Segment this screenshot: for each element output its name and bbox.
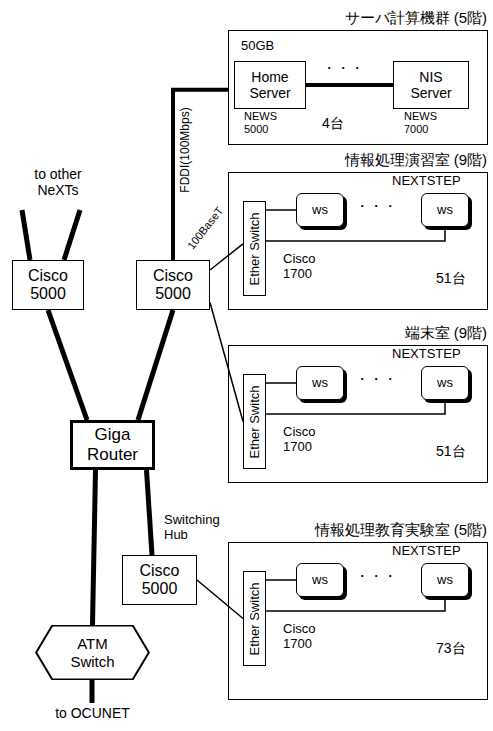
- node-label: ws: [312, 203, 328, 218]
- switching-hub: Cisco 5000: [12, 260, 84, 310]
- network-link: [266, 597, 445, 611]
- node-label: Giga Router: [82, 425, 144, 464]
- link-label: 100BaseT: [184, 203, 227, 253]
- node-label: ATM Switch: [63, 635, 123, 670]
- node-label: ws: [312, 573, 328, 588]
- network-link: [210, 303, 243, 422]
- switching-hub: Cisco 5000: [122, 555, 197, 605]
- node-label: ws: [312, 376, 328, 391]
- room-label: 51台: [436, 270, 466, 286]
- model-label: NEWS 7000: [404, 110, 450, 135]
- backbone-link: [93, 470, 96, 625]
- room-label: Cisco 1700: [283, 252, 325, 282]
- ellipsis: ・・・: [322, 60, 364, 76]
- workstation: ws: [421, 193, 469, 227]
- switch-box: Ether Switch: [243, 201, 266, 296]
- room-label: NEXTSTEP: [392, 347, 461, 362]
- count-label: 4台: [322, 115, 344, 131]
- network-link: [197, 580, 243, 619]
- device-label: Switching Hub: [164, 513, 222, 543]
- room-title: 端末室 (9階): [405, 324, 488, 341]
- network-link: [266, 382, 296, 384]
- node-label: Cisco 5000: [130, 562, 190, 599]
- network-link: [266, 579, 296, 581]
- node-label: Home Server: [240, 69, 300, 101]
- switch-box: Ether Switch: [243, 374, 266, 469]
- room-box: 情報処理教育実験室 (5階)Ether Switchwsws: [228, 542, 488, 700]
- node-label: ws: [437, 376, 453, 391]
- server-box: Home Server: [234, 61, 306, 109]
- room-label: 73台: [436, 640, 466, 656]
- uplink-line: [22, 210, 30, 260]
- node-label: Ether Switch: [247, 582, 262, 655]
- server-box: NIS Server: [393, 61, 469, 109]
- link-label: FDDI(100Mbps): [179, 105, 192, 194]
- uplink-line: [64, 210, 80, 260]
- backbone-link: [173, 90, 228, 260]
- workstation: ws: [421, 563, 469, 597]
- room-title: サーバ計算機群 (5階): [345, 9, 488, 26]
- room-title: 情報処理教育実験室 (5階): [315, 521, 488, 538]
- room-label: ・・・: [355, 371, 397, 387]
- backbone-link: [306, 83, 393, 87]
- room-title: 情報処理演習室 (9階): [345, 151, 488, 168]
- workstation: ws: [421, 366, 469, 400]
- node-label: Ether Switch: [247, 212, 262, 285]
- network-link: [266, 400, 445, 414]
- room-label: NEXTSTEP: [392, 174, 461, 189]
- room-box: 端末室 (9階)Ether Switchwsws: [228, 345, 488, 483]
- room-label: 51台: [436, 443, 466, 459]
- node-label: ws: [437, 573, 453, 588]
- room-label: Cisco 1700: [283, 622, 325, 652]
- atm-switch: ATM Switch: [35, 625, 150, 680]
- network-link: [266, 227, 445, 241]
- room-label: NEXTSTEP: [392, 544, 461, 559]
- switch-box: Ether Switch: [243, 571, 266, 666]
- note-label: to other NeXTs: [14, 166, 102, 198]
- note-label: to OCUNET: [35, 705, 150, 721]
- node-label: Cisco 5000: [18, 267, 78, 304]
- room-label: ・・・: [355, 198, 397, 214]
- room-box: 情報処理演習室 (9階)Ether Switchwsws: [228, 172, 488, 310]
- backbone-link: [147, 470, 153, 555]
- backbone-link: [48, 310, 87, 420]
- room-label: Cisco 1700: [283, 425, 325, 455]
- network-link: [266, 209, 296, 211]
- hexagon-shape: [36, 626, 149, 680]
- node-label: Ether Switch: [247, 385, 262, 458]
- backbone-link: [138, 310, 173, 420]
- workstation: ws: [296, 563, 344, 597]
- node-label: ws: [437, 203, 453, 218]
- model-label: NEWS 5000: [244, 110, 290, 135]
- workstation: ws: [296, 193, 344, 227]
- workstation: ws: [296, 366, 344, 400]
- ocunet-line: [90, 680, 95, 703]
- node-label: Cisco 5000: [143, 267, 203, 304]
- room-label: ・・・: [355, 568, 397, 584]
- capacity-label: 50GB: [241, 39, 274, 54]
- node-label: NIS Server: [401, 69, 461, 101]
- switching-hub: Cisco 5000: [136, 260, 210, 310]
- router-box: Giga Router: [70, 420, 155, 470]
- network-link: [210, 244, 243, 270]
